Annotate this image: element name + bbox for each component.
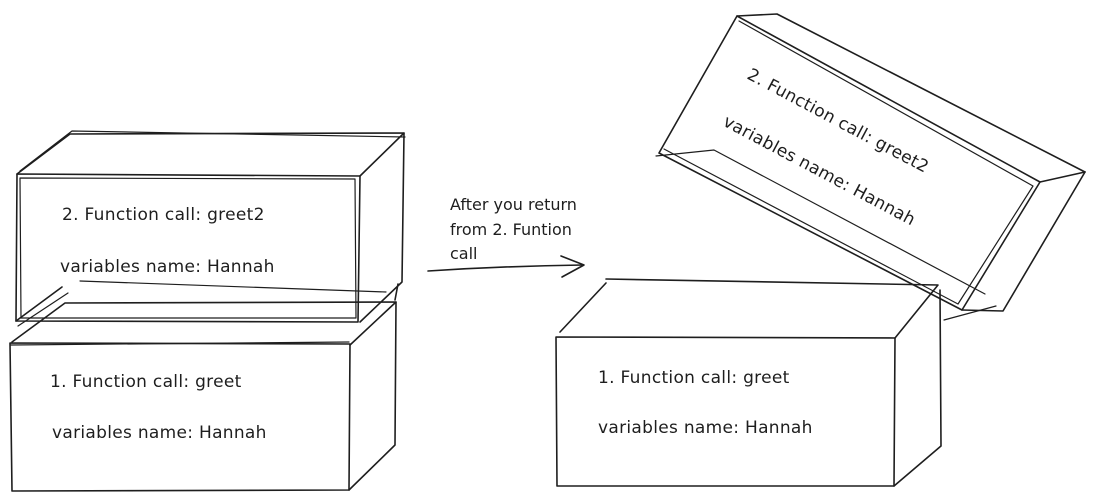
left-top-box: 2. Function call: greet2 variables name:… — [15, 130, 406, 327]
left-bottom-box: 1. Function call: greet variables name: … — [9, 301, 397, 492]
left-top-box-line2: variables name: Hannah — [60, 257, 275, 277]
left-bottom-box-line2: variables name: Hannah — [52, 423, 267, 443]
left-bottom-box-line1: 1. Function call: greet — [50, 372, 242, 392]
transition-arrow — [427, 255, 585, 278]
arrow-note-line1: After you return — [450, 195, 577, 214]
right-bottom-box-line1: 1. Function call: greet — [598, 368, 790, 388]
right-tilted-box-line1: 2. Function call: greet2 — [744, 65, 932, 178]
right-tilted-box: 2. Function call: greet2 variables name:… — [655, 13, 1086, 321]
right-tilted-box-line2: variables name: Hannah — [720, 112, 919, 230]
arrow-note-line3: call — [450, 244, 478, 263]
arrow-note-line2: from 2. Funtion — [450, 220, 572, 239]
right-bottom-box-line2: variables name: Hannah — [598, 418, 813, 438]
right-bottom-box: 1. Function call: greet variables name: … — [555, 278, 942, 487]
left-top-box-line1: 2. Function call: greet2 — [62, 205, 265, 225]
